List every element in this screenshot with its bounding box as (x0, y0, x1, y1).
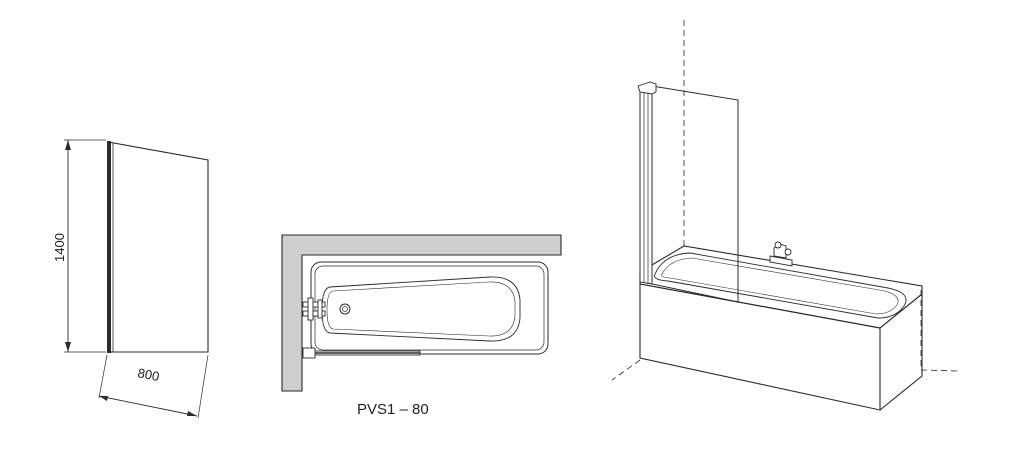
faucet-3d-icon (769, 241, 793, 267)
perspective-view (611, 20, 959, 411)
glass-panel-outline (107, 141, 209, 353)
model-label: PVS1 – 80 (357, 401, 429, 418)
bathtub-outer (310, 261, 549, 355)
glass-panel-plan (302, 347, 421, 359)
height-dimension-label: 1400 (52, 233, 67, 262)
drain-icon (339, 303, 351, 315)
bathtub-front-panel (639, 283, 881, 411)
width-dimension-label: 800 (136, 365, 160, 384)
wall-profile (107, 141, 111, 353)
bathtub-basin-3d (654, 252, 907, 319)
faucet-icon (302, 297, 326, 321)
width-dimension-line (98, 395, 198, 417)
wall-profile-3d (639, 85, 653, 285)
plan-view (281, 234, 562, 392)
panel-front-view (64, 139, 209, 419)
bathtub-basin (321, 276, 521, 342)
wall-section (281, 234, 562, 392)
